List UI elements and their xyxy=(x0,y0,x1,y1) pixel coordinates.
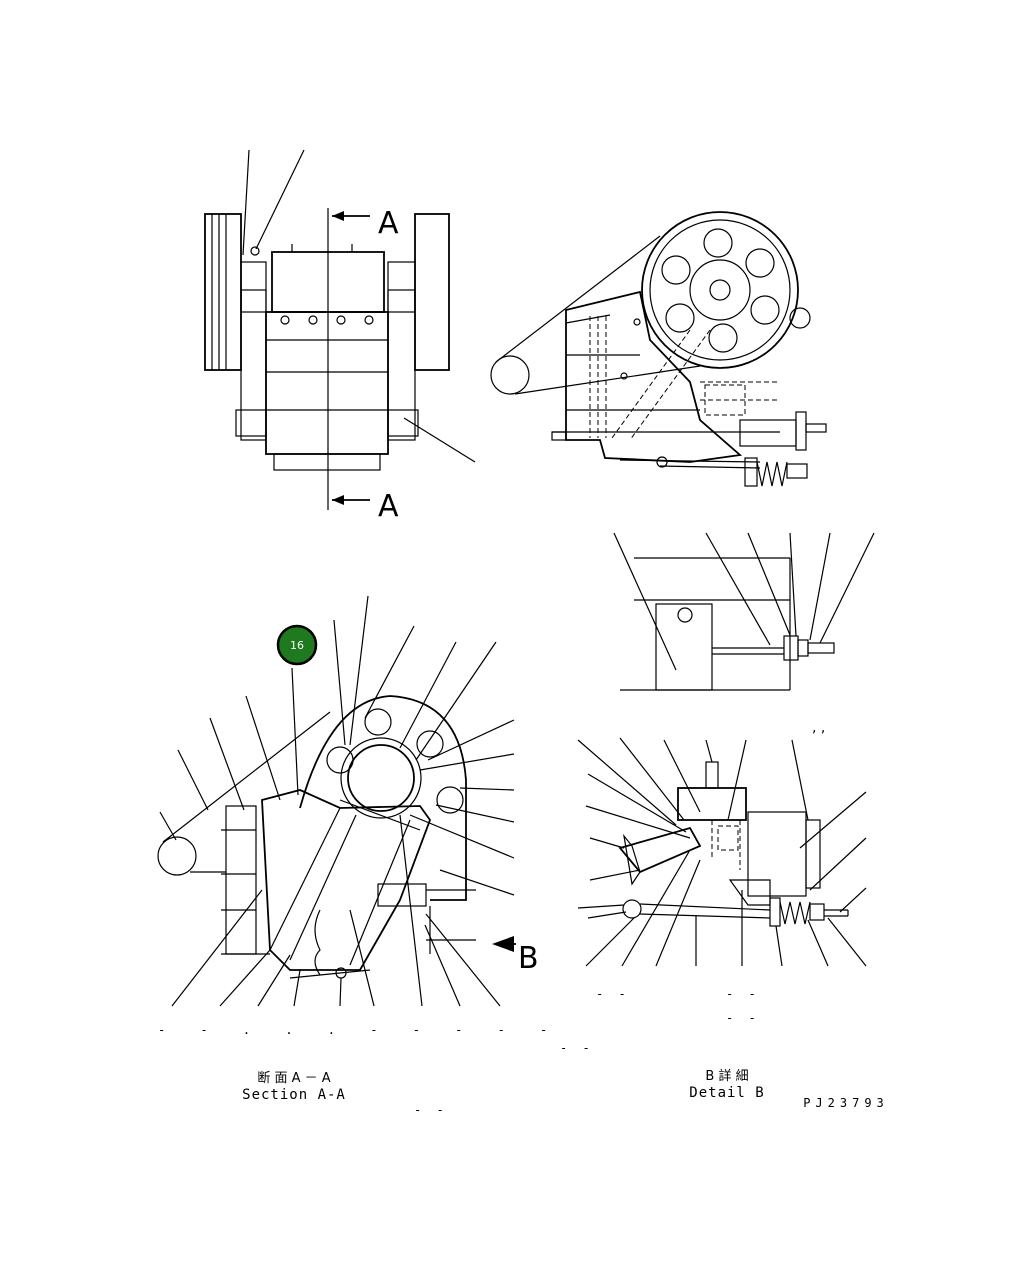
drawing-code: PJ23793 xyxy=(803,1096,889,1110)
section-caption-en: Section A-A xyxy=(242,1087,346,1103)
stray-marks-row2: - - xyxy=(560,1041,594,1055)
stray-marks-row1: - - . . . - - - - - xyxy=(158,1023,561,1037)
stray-marks-detail-row1: - - xyxy=(596,987,630,1001)
stray-marks-row3: - - xyxy=(414,1103,448,1117)
callout-badge-16[interactable]: 16 xyxy=(276,624,318,666)
stray-marks-detail-row2: - - xyxy=(726,987,760,1001)
section-caption-jp: 断 面 A － A xyxy=(257,1071,330,1086)
stray-commas: , , xyxy=(812,720,825,736)
detail-caption-en: Detail B xyxy=(689,1085,764,1101)
section-mark-top: A xyxy=(378,206,399,241)
front-view: A A xyxy=(204,149,476,524)
stray-marks-detail-row3: - - xyxy=(726,1011,760,1025)
section-a-a-view: B - - . . . - - - - - - - - - xyxy=(157,595,594,1117)
callout-badge-label: 16 xyxy=(290,639,304,652)
section-mark-bottom: A xyxy=(378,489,399,524)
detail-b-view: - - - - - - xyxy=(577,737,867,1025)
detail-b-marker: B xyxy=(518,941,539,976)
detail-caption-jp: B 詳 細 xyxy=(705,1068,748,1084)
adjuster-detail-view: , , xyxy=(613,532,875,736)
side-view xyxy=(490,211,827,487)
